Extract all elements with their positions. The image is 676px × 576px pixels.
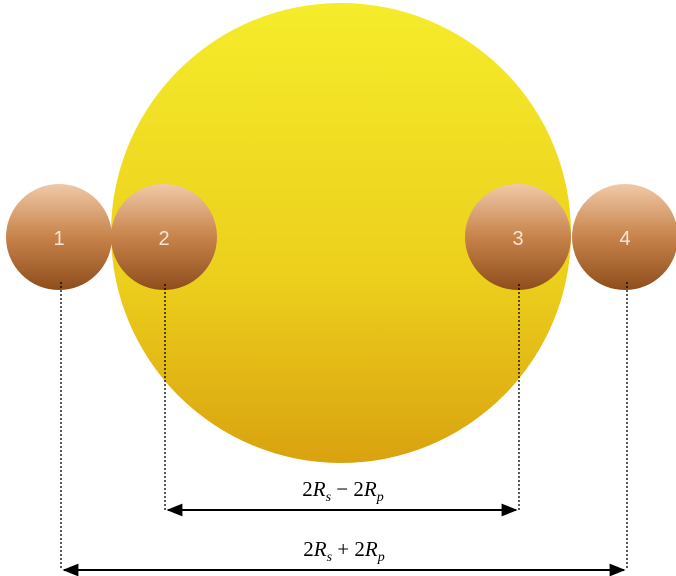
- inner-dimension-label: 2Rs − 2Rp: [302, 477, 383, 505]
- star-disk: [111, 3, 571, 463]
- planet-2-label: 2: [158, 228, 169, 250]
- planet-1-disk: [6, 184, 112, 290]
- planet-2-disk: [111, 184, 217, 290]
- planet-3-disk: [465, 184, 571, 290]
- planet-4: 4: [572, 184, 676, 290]
- planet-2: 2: [111, 184, 217, 290]
- planet-3: 3: [465, 184, 571, 290]
- planet-4-label: 4: [619, 228, 630, 250]
- planet-1: 1: [6, 184, 112, 290]
- planet-1-label: 1: [53, 228, 64, 250]
- planet-4-disk: [572, 184, 676, 290]
- planet-3-label: 3: [512, 228, 523, 250]
- outer-dimension-label: 2Rs + 2Rp: [303, 537, 384, 565]
